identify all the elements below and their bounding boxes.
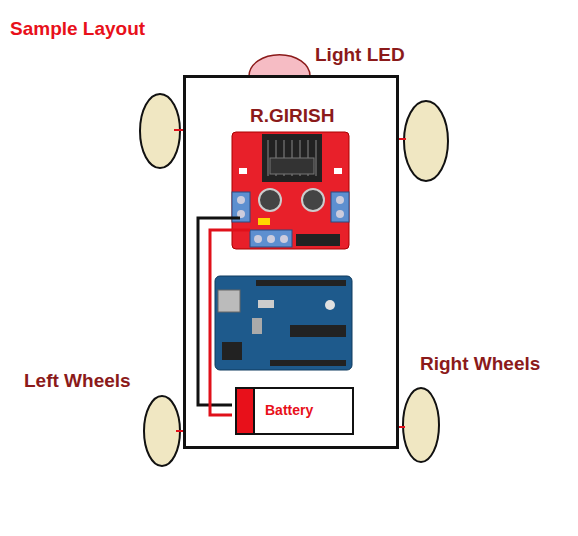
watermark: R.GIRISH — [250, 105, 334, 127]
battery-terminal — [237, 389, 255, 433]
wheels — [140, 94, 448, 466]
motor-driver-board — [232, 132, 349, 249]
chassis-frame: R.GIRISH Battery — [183, 75, 399, 449]
axles — [174, 130, 406, 431]
battery-label: Battery — [265, 402, 313, 418]
arduino-board — [215, 276, 352, 370]
wheel-label: Right Wheels — [420, 353, 540, 375]
led-label: Light LED — [315, 44, 405, 66]
diagram-title: Sample Layout — [10, 18, 145, 40]
ground-wire — [198, 218, 240, 405]
wheel-label: Left Wheels — [24, 370, 131, 392]
battery-box: Battery — [235, 387, 354, 435]
led-symbol — [249, 55, 310, 76]
